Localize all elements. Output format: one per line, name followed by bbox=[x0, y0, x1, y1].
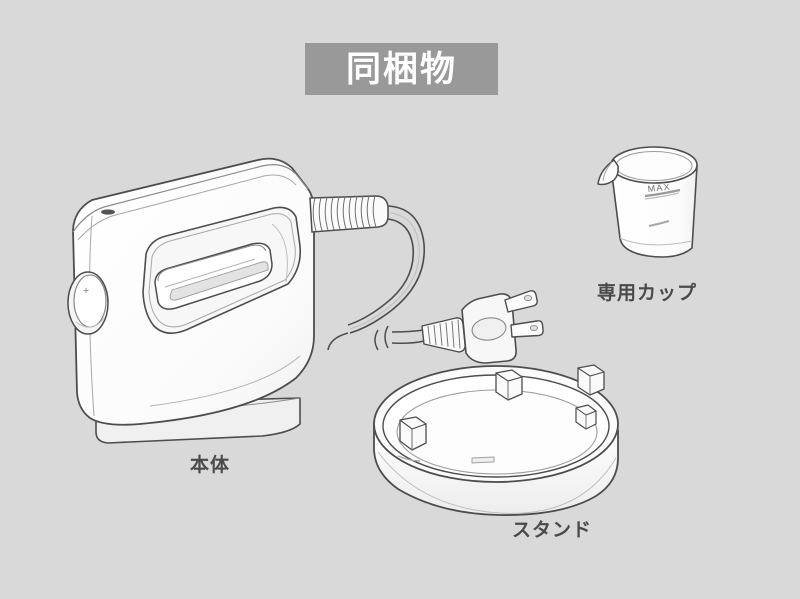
stand-tab bbox=[495, 369, 523, 401]
plug-strain-relief bbox=[421, 317, 466, 353]
measuring-cup-illustration: MAX bbox=[597, 146, 698, 258]
oval-stand-illustration bbox=[373, 364, 619, 516]
indicator-dot bbox=[101, 209, 115, 215]
section-banner: 同梱物 bbox=[305, 43, 498, 95]
stand-tab bbox=[577, 364, 605, 396]
caption-stand: スタンド bbox=[512, 520, 593, 541]
caption-measuring-cup: 専用カップ bbox=[597, 283, 698, 304]
coiled-cord-relief bbox=[309, 195, 389, 233]
cup-lower-mark bbox=[648, 220, 670, 227]
caption-main-body: 本体 bbox=[190, 455, 231, 476]
cup-max-mark: MAX bbox=[644, 182, 681, 200]
svg-text:MAX: MAX bbox=[647, 182, 671, 194]
power-cord-illustration bbox=[309, 195, 544, 364]
stand-tab bbox=[399, 416, 427, 451]
hand-mixer-body-illustration bbox=[67, 157, 315, 444]
stand-floor-notch bbox=[471, 456, 495, 464]
plug-prongs bbox=[504, 290, 544, 338]
section-banner-label: 同梱物 bbox=[345, 49, 457, 89]
stand-tab bbox=[575, 404, 597, 430]
